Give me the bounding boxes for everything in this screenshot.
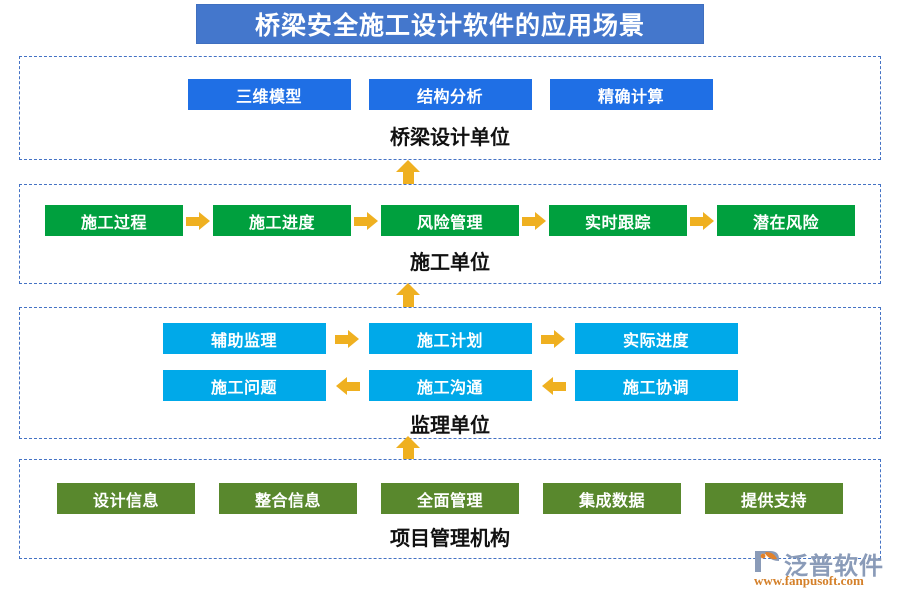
arrow-right-icon [687, 210, 717, 232]
chip-accurate-calculation[interactable]: 精确计算 [549, 79, 713, 110]
connector-arrow-up-1 [396, 160, 420, 186]
brand-logo: 泛普软件 www.fanpusoft.com [752, 546, 892, 592]
section-panel-bridge-design: 三维模型 结构分析 精确计算 桥梁设计单位 [19, 56, 881, 160]
chip-potential-risk[interactable]: 潜在风险 [717, 205, 855, 236]
arrow-head-icon [396, 436, 420, 448]
page-title: 桥梁安全施工设计软件的应用场景 [254, 11, 645, 40]
arrow-head-icon [396, 160, 420, 172]
chip-integrated-data[interactable]: 集成数据 [543, 483, 681, 514]
arrow-right-icon [532, 328, 575, 350]
chip-realtime-tracking[interactable]: 实时跟踪 [549, 205, 687, 236]
chip-3d-model[interactable]: 三维模型 [187, 79, 351, 110]
arrow-shaft [403, 294, 414, 309]
connector-arrow-up-2 [396, 283, 420, 309]
chip-row: 三维模型 结构分析 精确计算 [20, 79, 880, 110]
chip-row: 设计信息 整合信息 全面管理 集成数据 提供支持 [20, 483, 880, 514]
section-caption-supervision-unit: 监理单位 [410, 415, 490, 437]
chip-design-info[interactable]: 设计信息 [57, 483, 195, 514]
arrow-right-icon [326, 328, 369, 350]
page-title-bar: 桥梁安全施工设计软件的应用场景 [196, 4, 704, 44]
chip-construction-plan[interactable]: 施工计划 [368, 323, 532, 354]
fanpu-logo-icon [755, 551, 779, 572]
section-panel-supervision-unit: 辅助监理 施工计划 实际进度 施工问题 施工沟通 施工协调 监理单位 [19, 307, 881, 439]
chip-construction-process[interactable]: 施工过程 [45, 205, 183, 236]
chip-row: 辅助监理 施工计划 实际进度 [20, 323, 880, 354]
section-caption-project-management: 项目管理机构 [390, 528, 510, 550]
section-panel-construction-unit: 施工过程 施工进度 风险管理 实时跟踪 潜在风险 施工单位 [19, 184, 881, 284]
logo-brand-text: 泛普软件 [784, 552, 884, 580]
chip-assist-supervision[interactable]: 辅助监理 [162, 323, 326, 354]
arrow-right-icon [183, 210, 213, 232]
chip-actual-progress[interactable]: 实际进度 [574, 323, 738, 354]
chip-construction-coordination[interactable]: 施工协调 [574, 370, 738, 401]
chip-row: 施工过程 施工进度 风险管理 实时跟踪 潜在风险 [20, 205, 880, 236]
arrow-left-icon [326, 375, 369, 397]
arrow-shaft [403, 171, 414, 186]
chip-construction-communication[interactable]: 施工沟通 [368, 370, 532, 401]
chip-comprehensive-management[interactable]: 全面管理 [381, 483, 519, 514]
chip-construction-issue[interactable]: 施工问题 [162, 370, 326, 401]
connector-arrow-up-3 [396, 436, 420, 462]
chip-integrated-info[interactable]: 整合信息 [219, 483, 357, 514]
arrow-head-icon [396, 283, 420, 295]
section-panel-project-management: 设计信息 整合信息 全面管理 集成数据 提供支持 项目管理机构 [19, 459, 881, 559]
section-caption-bridge-design: 桥梁设计单位 [390, 127, 510, 149]
arrow-right-icon [351, 210, 381, 232]
logo-url-text: www.fanpusoft.com [754, 573, 864, 588]
arrow-left-icon [532, 375, 575, 397]
chip-row: 施工问题 施工沟通 施工协调 [20, 370, 880, 401]
chip-construction-progress[interactable]: 施工进度 [213, 205, 351, 236]
section-caption-construction-unit: 施工单位 [410, 252, 490, 274]
arrow-right-icon [519, 210, 549, 232]
arrow-shaft [403, 447, 414, 462]
chip-structural-analysis[interactable]: 结构分析 [368, 79, 532, 110]
chip-risk-management[interactable]: 风险管理 [381, 205, 519, 236]
chip-provide-support[interactable]: 提供支持 [705, 483, 843, 514]
